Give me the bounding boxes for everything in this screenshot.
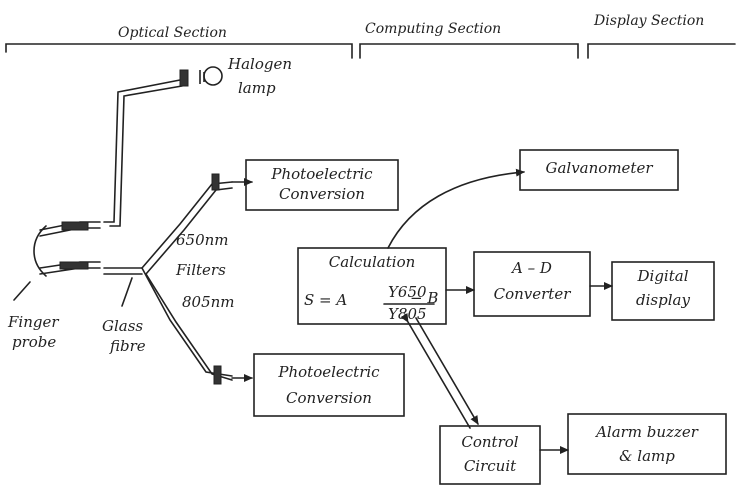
digital-line1: Digital xyxy=(637,267,689,285)
control-line1: Control xyxy=(461,433,519,451)
branch-805 xyxy=(141,267,233,377)
digital-display-box xyxy=(611,261,715,321)
connector-805 xyxy=(213,365,222,385)
arrow-to-galvanometer xyxy=(387,168,525,249)
connector-650 xyxy=(211,173,220,191)
calculation-title: Calculation xyxy=(328,253,416,271)
calc-numerator: Y650 xyxy=(388,283,427,301)
wavelength-805: 805nm xyxy=(182,293,235,311)
computing-section-bracket xyxy=(359,43,579,59)
control-line2: Circuit xyxy=(463,457,517,475)
calc-control-link xyxy=(400,313,471,429)
adc-box xyxy=(473,251,591,317)
digital-line2: display xyxy=(636,291,690,309)
display-section-label: Display Section xyxy=(594,13,705,29)
photo-top-line1: Photoelectric xyxy=(271,165,373,183)
lamp-fibre xyxy=(103,79,181,223)
calc-prefix: S = A xyxy=(304,291,348,309)
computing-section-label: Computing Section xyxy=(365,21,502,37)
photo-bottom-line2: Conversion xyxy=(286,389,372,407)
display-section-bracket xyxy=(587,43,736,59)
calc-denominator: Y805 xyxy=(388,305,427,323)
calculation-box xyxy=(297,247,447,325)
filters-label: Filters xyxy=(176,261,226,279)
calc-suffix: − B xyxy=(410,289,439,307)
optical-section-label: Optical Section xyxy=(118,25,227,41)
halogen-label-line2: lamp xyxy=(238,79,276,97)
finger-label-line2: probe xyxy=(12,333,57,351)
photo-bottom-line1: Photoelectric xyxy=(278,363,380,381)
probe-clip-bottom xyxy=(59,261,89,270)
adc-line2: Converter xyxy=(493,285,571,303)
photoelectric-box-bottom xyxy=(253,353,405,417)
glass-label-line1: Glass xyxy=(102,317,144,335)
photoelectric-box-top xyxy=(245,159,399,211)
alarm-line2: & lamp xyxy=(619,447,675,465)
wavelength-650: 650nm xyxy=(176,231,229,249)
alarm-box xyxy=(567,413,727,475)
control-circuit-box xyxy=(439,425,541,485)
lamp-connector xyxy=(179,69,189,87)
probe-clip-top xyxy=(61,221,89,231)
adc-line1: A – D xyxy=(512,259,552,277)
galvanometer-label: Galvanometer xyxy=(545,159,653,177)
halogen-lamp-icon xyxy=(203,66,223,86)
galvanometer-box xyxy=(519,149,679,191)
branch-650 xyxy=(141,181,233,269)
alarm-line1: Alarm buzzer xyxy=(596,423,698,441)
halogen-label-line1: Halogen xyxy=(228,55,292,73)
photo-top-line2: Conversion xyxy=(279,185,365,203)
glass-label-line2: fibre xyxy=(110,337,146,355)
optical-section-bracket xyxy=(5,43,353,59)
finger-label-line1: Finger xyxy=(8,313,59,331)
